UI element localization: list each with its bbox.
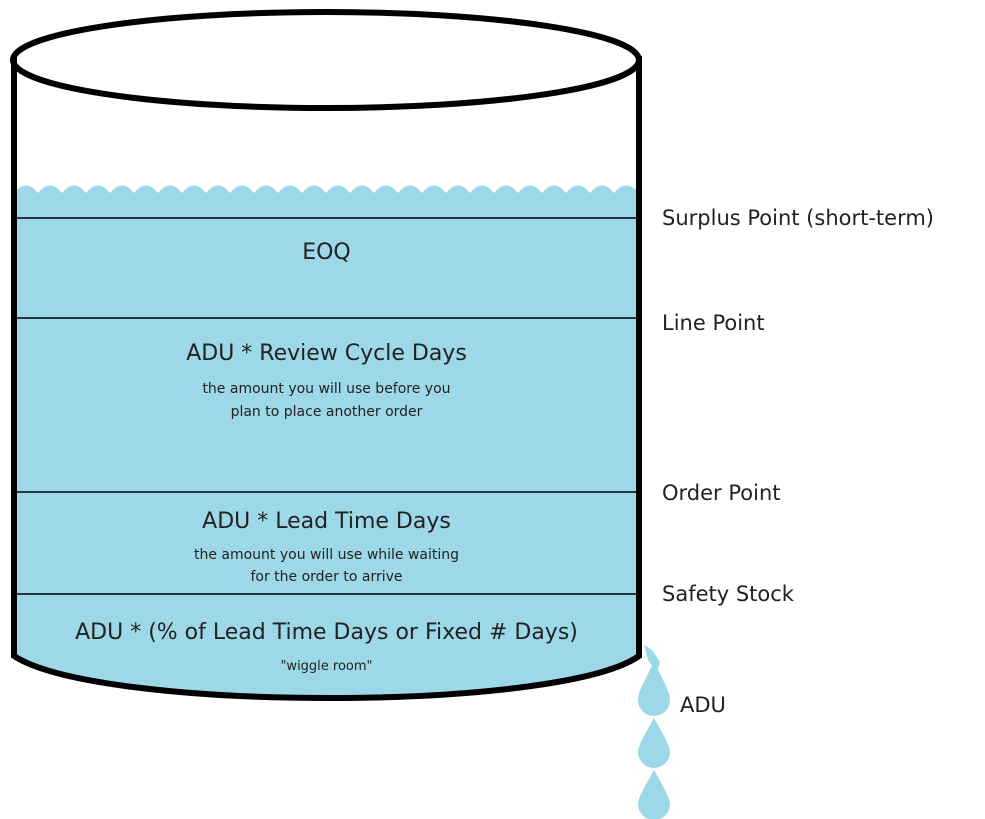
review-cycle-label: ADU * Review Cycle Days bbox=[186, 341, 467, 366]
line-point-label: Line Point bbox=[662, 311, 765, 335]
surplus-point-label: Surplus Point (short-term) bbox=[662, 206, 934, 230]
lead-time-label: ADU * Lead Time Days bbox=[202, 509, 451, 534]
drop-icon bbox=[638, 770, 670, 819]
water-fill bbox=[14, 185, 639, 697]
order-point-label: Order Point bbox=[662, 481, 781, 505]
safety-stock-formula: ADU * (% of Lead Time Days or Fixed # Da… bbox=[75, 620, 578, 645]
drop-icon bbox=[638, 718, 670, 768]
review-cycle-desc-2: plan to place another order bbox=[230, 404, 423, 420]
safety-stock-desc: "wiggle room" bbox=[280, 659, 373, 674]
eoq-label: EOQ bbox=[302, 240, 351, 265]
review-cycle-desc-1: the amount you will use before you bbox=[202, 381, 451, 397]
lead-time-desc-1: the amount you will use while waiting bbox=[193, 547, 460, 563]
adu-label: ADU bbox=[680, 693, 726, 717]
drip-trickle bbox=[644, 645, 660, 672]
tank-bottom-curve bbox=[12, 653, 641, 701]
safety-stock-label: Safety Stock bbox=[662, 582, 794, 606]
tank-top-rim bbox=[10, 9, 642, 111]
drop-icon bbox=[638, 662, 670, 716]
lead-time-desc-2: for the order to arrive bbox=[250, 569, 403, 585]
